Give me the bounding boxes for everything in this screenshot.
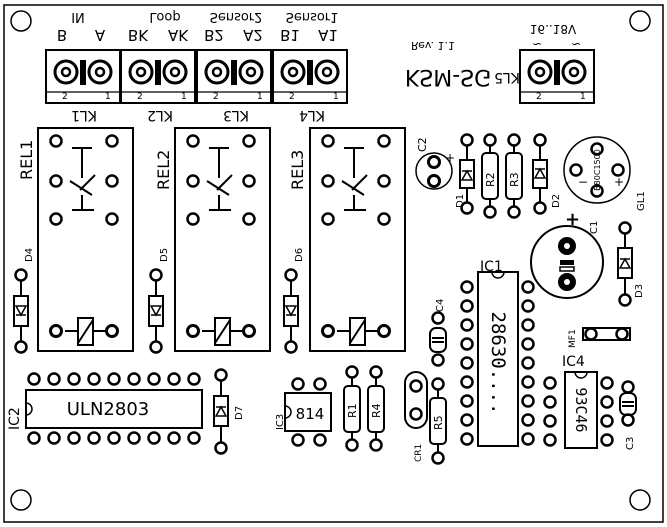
- label-b: B: [57, 26, 67, 44]
- mount-hole-tl: [10, 10, 32, 32]
- resistor-r5-label: R5: [432, 415, 445, 430]
- label-b2: B2: [204, 26, 224, 44]
- ic3-label: IC3: [275, 414, 286, 430]
- resistor-r5: [429, 377, 447, 465]
- relay-rel1: [37, 127, 134, 352]
- kl4-pin1: 1: [333, 92, 339, 102]
- relay-rel1-label: REL1: [17, 140, 36, 180]
- diode-d2: [532, 133, 548, 215]
- ic4-part: 93C46: [572, 387, 590, 432]
- kl1-pin1: 1: [105, 92, 111, 102]
- relay-rel3: [309, 127, 406, 352]
- kl2-pin1: 1: [181, 92, 187, 102]
- ic3-part: 814: [296, 405, 325, 423]
- ic-ic2: ULN2803: [25, 372, 203, 445]
- ic1-part: 28630....: [487, 312, 509, 415]
- kl2-pin2: 2: [137, 92, 143, 102]
- resistor-r2-label: R2: [484, 172, 497, 187]
- label-loop: Loop: [149, 9, 180, 24]
- relay-rel3-label: REL3: [288, 150, 307, 190]
- capacitor-c4-label: C4: [435, 299, 446, 312]
- resistor-r3-label: R3: [508, 172, 521, 187]
- capacitor-c2: +: [415, 151, 455, 190]
- crystal-cr1-label: CR1: [414, 444, 424, 462]
- label-a: A: [95, 26, 106, 44]
- kl1-pin2: 2: [62, 92, 68, 102]
- ic4-label: IC4: [562, 354, 585, 370]
- resistor-r4-label: R4: [370, 403, 383, 418]
- kl3-pin1: 1: [257, 92, 263, 102]
- label-b1: B1: [280, 26, 300, 44]
- mount-hole-br: [629, 489, 651, 511]
- power-ac1: ~: [532, 37, 542, 51]
- rectifier-minus: −: [578, 175, 588, 189]
- mf1-label: MF1: [568, 329, 578, 348]
- crystal-cr1: [404, 371, 428, 429]
- diode-d3-label: D3: [634, 284, 645, 298]
- kl4-label: KL4: [299, 107, 325, 123]
- capacitor-c2-label: C2: [416, 137, 429, 152]
- diode-d6: [283, 268, 299, 354]
- diode-d1-label: D1: [455, 194, 466, 208]
- resistor-r1-label: R1: [346, 403, 359, 418]
- diode-d5: [148, 268, 164, 354]
- label-in: IN: [71, 9, 85, 24]
- diode-d4-label: D4: [24, 248, 35, 262]
- svg-text:+: +: [445, 151, 455, 165]
- diode-d3: [617, 221, 633, 307]
- label-ak: AK: [168, 26, 189, 44]
- diode-d6-label: D6: [294, 248, 305, 262]
- diode-d4: [13, 268, 29, 354]
- diode-d2-label: D2: [551, 194, 562, 208]
- ic-ic3: 814: [284, 377, 332, 447]
- kl5-pin2: 2: [536, 92, 542, 102]
- rectifier-plus: +: [614, 175, 624, 189]
- kl1-label: KL1: [71, 107, 97, 123]
- label-sensor1: Sensor1: [286, 9, 339, 24]
- mount-hole-bl: [10, 489, 32, 511]
- ic-ic1: 28630....: [460, 271, 535, 447]
- diode-d1: [459, 133, 475, 215]
- resistor-r1: [343, 365, 361, 452]
- relay-rel2: [174, 127, 271, 352]
- capacitor-c3-label: C3: [625, 437, 636, 450]
- diode-d7: [213, 368, 229, 455]
- label-bk: BK: [128, 26, 149, 44]
- relay-rel2-label: REL2: [154, 150, 173, 190]
- power-ac2: ~: [571, 37, 581, 51]
- power-voltage: 16..18V: [530, 22, 577, 36]
- label-a2: A2: [243, 26, 263, 44]
- kl3-label: KL3: [223, 107, 249, 123]
- resistor-r3: [505, 133, 523, 219]
- capacitor-c1-label: C1: [589, 221, 600, 234]
- capacitor-c1: +: [530, 209, 604, 299]
- ic2-part: ULN2803: [67, 399, 149, 420]
- ic1-label: IC1: [480, 259, 503, 275]
- label-a1: A1: [318, 26, 338, 44]
- svg-text:+: +: [565, 209, 580, 230]
- rectifier-gl1: B80C1500 − +: [563, 136, 631, 204]
- diode-d7-label: D7: [234, 406, 245, 420]
- kl4-pin2: 2: [289, 92, 295, 102]
- diode-d5-label: D5: [159, 248, 170, 262]
- ic2-label: IC2: [7, 407, 23, 430]
- kl5-label: KL5: [494, 69, 520, 85]
- kl3-pin2: 2: [213, 92, 219, 102]
- board-title: KSM-SG: [405, 64, 491, 89]
- rectifier-gl1-label: GL1: [636, 191, 647, 211]
- capacitor-c3: [619, 380, 637, 427]
- capacitor-c4: [429, 311, 447, 367]
- board-revision: Rev. 1.1: [411, 39, 455, 52]
- label-sensor2: Sensor2: [210, 9, 263, 24]
- mount-hole-tr: [629, 10, 651, 32]
- kl5-pin1: 1: [580, 92, 586, 102]
- resistor-r4: [367, 365, 385, 452]
- ic-ic4: 93C46: [543, 371, 614, 449]
- kl2-label: KL2: [147, 107, 173, 123]
- resistor-r2: [481, 133, 499, 219]
- rectifier-marking: B80C1500: [593, 149, 602, 191]
- component-mf1: [582, 327, 631, 341]
